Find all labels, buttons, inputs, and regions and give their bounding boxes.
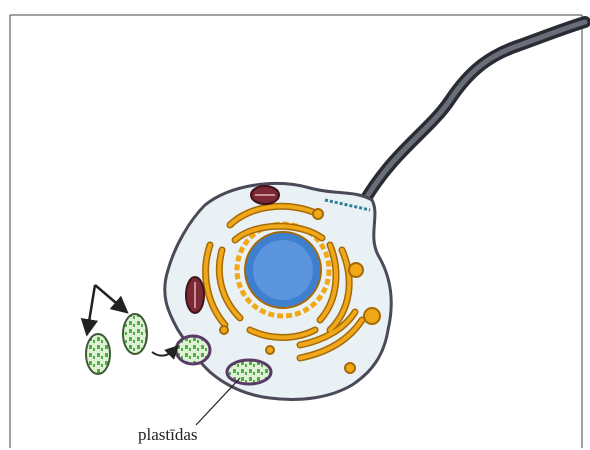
arrow-icon: [152, 350, 174, 356]
plastid-free-1: [86, 334, 110, 374]
plastid-engulfed: [176, 336, 210, 364]
flagellum: [365, 22, 585, 200]
mitochondrion: [251, 186, 279, 204]
plastids-label: plastīdas: [138, 425, 198, 444]
eukaryotic-cell: [165, 183, 391, 399]
label-leader-line: [196, 378, 240, 425]
plastid-free-2: [123, 314, 147, 354]
plastid-internal: [227, 360, 271, 384]
mitochondrion: [186, 277, 204, 313]
arrow-icon: [88, 285, 122, 328]
nucleus: [237, 224, 329, 316]
